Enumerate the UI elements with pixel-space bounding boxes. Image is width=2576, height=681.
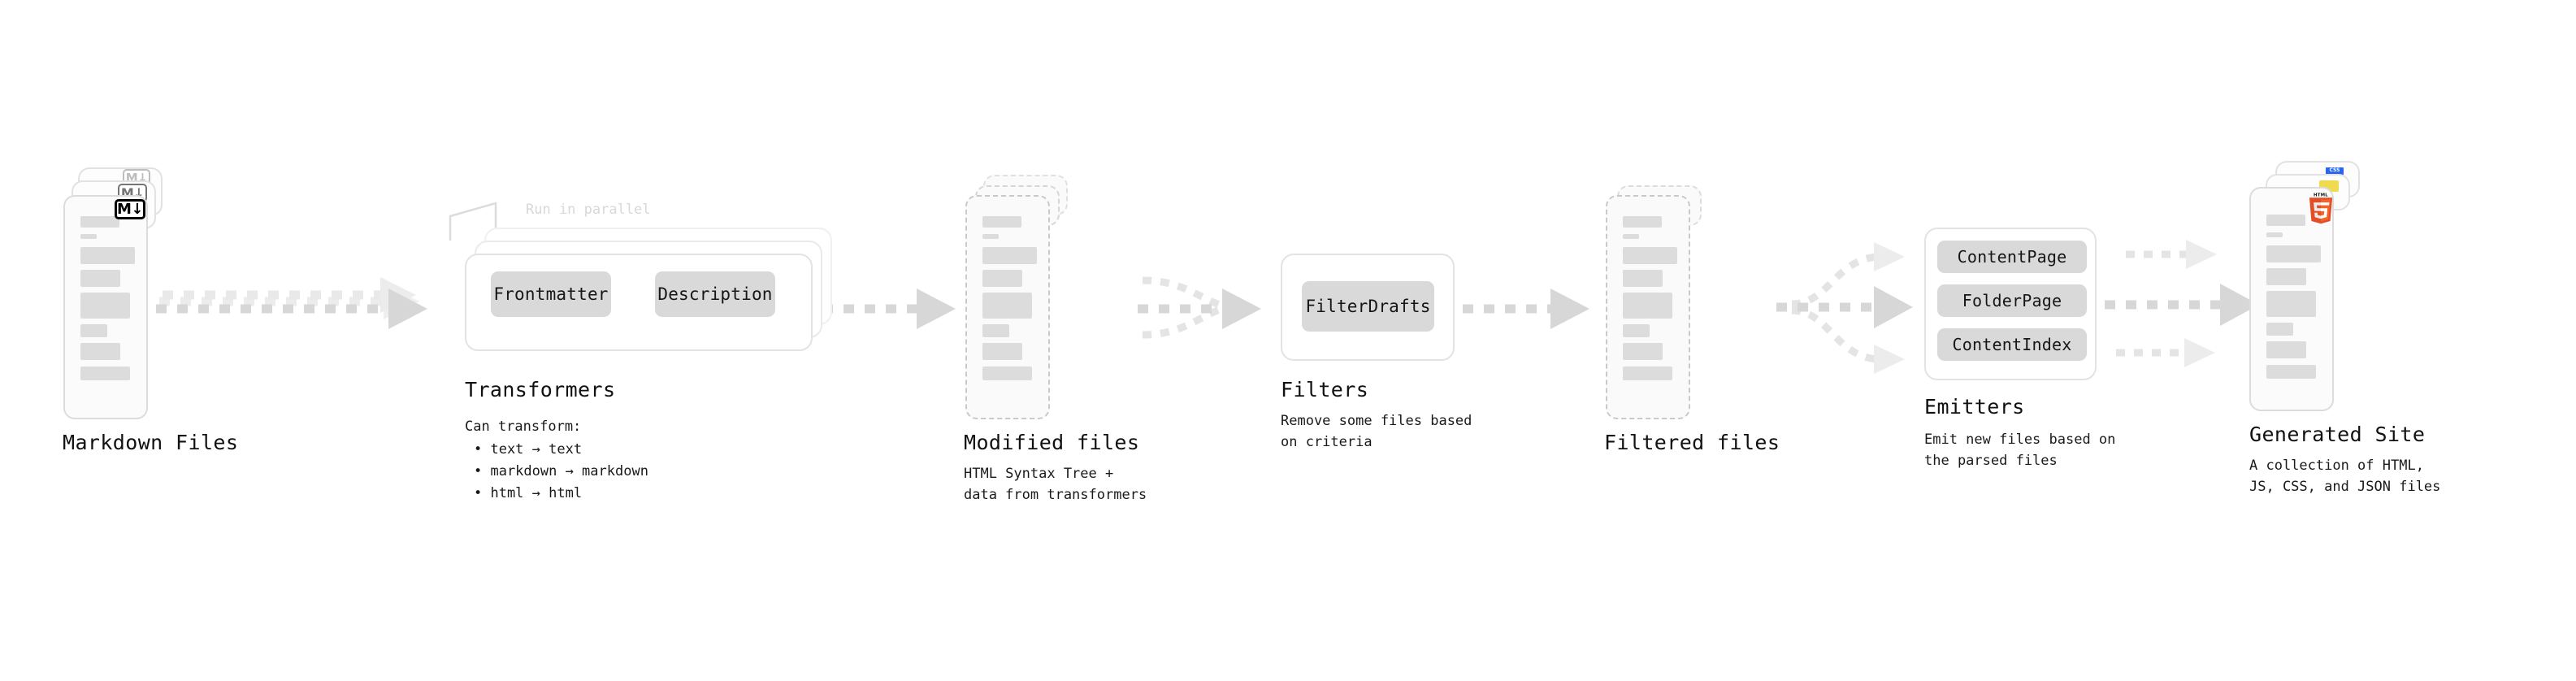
content-bar: [2266, 341, 2306, 358]
content-bar: [982, 324, 1009, 337]
markdown-card-front: [63, 195, 148, 419]
page-title-generated-site: Generated Site: [2249, 423, 2426, 446]
css3-icon: CSS: [2326, 167, 2344, 176]
content-bar: [2266, 291, 2316, 317]
content-bar: [2266, 268, 2306, 285]
transformers-bullet-0: • text → text: [474, 441, 583, 458]
parallel-bracket: [449, 202, 497, 241]
transformer-box-front: Frontmatter Description: [465, 254, 813, 351]
emitters-subtitle: Emit new files based on the parsed files: [1924, 432, 2116, 470]
site-card-front: [2249, 187, 2334, 411]
filters-box: FilterDrafts: [1281, 254, 1455, 361]
arrow-emitters-to-site: [2105, 240, 2259, 367]
content-bar: [1623, 216, 1662, 228]
filters-subtitle: Remove some files based on criteria: [1281, 413, 1472, 451]
content-bar: [982, 367, 1032, 380]
modified-files-subtitle: HTML Syntax Tree + data from transformer…: [964, 466, 1147, 504]
arrow-markdown-to-transformers: [156, 277, 427, 329]
chip-contentpage[interactable]: ContentPage: [1937, 241, 2087, 273]
modified-card-front: [965, 195, 1050, 419]
content-bar: [1623, 247, 1677, 264]
content-bar: [2266, 365, 2316, 379]
svg-text:HTML: HTML: [2314, 193, 2328, 198]
content-bar: [80, 324, 107, 337]
page-title-markdown-files: Markdown Files: [63, 431, 239, 454]
chip-filterdrafts[interactable]: FilterDrafts: [1302, 281, 1434, 332]
html5-icon: HTML: [2309, 193, 2333, 224]
content-bar: [1623, 343, 1663, 360]
transformers-subtitle-heading: Can transform:: [465, 419, 582, 435]
content-bar: [982, 234, 999, 239]
page-title-emitters: Emitters: [1924, 395, 2025, 419]
markdown-icon: M↓: [115, 199, 145, 219]
chip-contentindex[interactable]: ContentIndex: [1937, 328, 2087, 361]
content-bar: [1623, 293, 1672, 319]
content-bar: [1623, 270, 1663, 287]
arrow-modified-to-filters: [1138, 276, 1261, 339]
transformers-bullet-1: • markdown → markdown: [474, 463, 648, 479]
arrow-filters-to-filtered: [1463, 288, 1589, 329]
transformers-bullet-2: • html → html: [474, 485, 583, 501]
filtered-card-front: [1606, 195, 1690, 419]
content-bar: [982, 343, 1022, 360]
content-bar: [80, 343, 120, 360]
page-title-modified-files: Modified files: [964, 431, 1140, 454]
emitters-box: ContentPage FolderPage ContentIndex: [1924, 228, 2097, 380]
run-in-parallel-label: Run in parallel: [526, 202, 651, 218]
content-bar: [2266, 323, 2293, 336]
chip-description[interactable]: Description: [655, 271, 775, 317]
content-bar: [1623, 234, 1639, 239]
content-bar: [1623, 324, 1650, 337]
content-bar: [80, 367, 130, 380]
content-bar: [982, 216, 1021, 228]
page-title-transformers: Transformers: [465, 378, 616, 401]
content-bar: [2266, 232, 2283, 237]
content-bar: [2266, 245, 2321, 262]
content-bar: [982, 293, 1032, 319]
content-bar: [80, 234, 97, 239]
content-bar: [80, 293, 130, 319]
page-title-filters: Filters: [1281, 378, 1369, 401]
content-bar: [80, 247, 135, 264]
generated-site-subtitle: A collection of HTML, JS, CSS, and JSON …: [2249, 458, 2441, 496]
arrow-transformers-to-modified: [822, 288, 956, 329]
content-bar: [982, 270, 1022, 287]
content-bar: [80, 270, 120, 287]
content-bar: [2266, 215, 2305, 226]
chip-frontmatter[interactable]: Frontmatter: [491, 271, 611, 317]
content-bar: [80, 216, 119, 228]
arrow-filtered-to-emitters: [1776, 242, 1913, 374]
content-bar: [982, 247, 1037, 264]
chip-folderpage[interactable]: FolderPage: [1937, 284, 2087, 317]
content-bar: [1623, 367, 1672, 380]
page-title-filtered-files: Filtered files: [1604, 431, 1780, 454]
